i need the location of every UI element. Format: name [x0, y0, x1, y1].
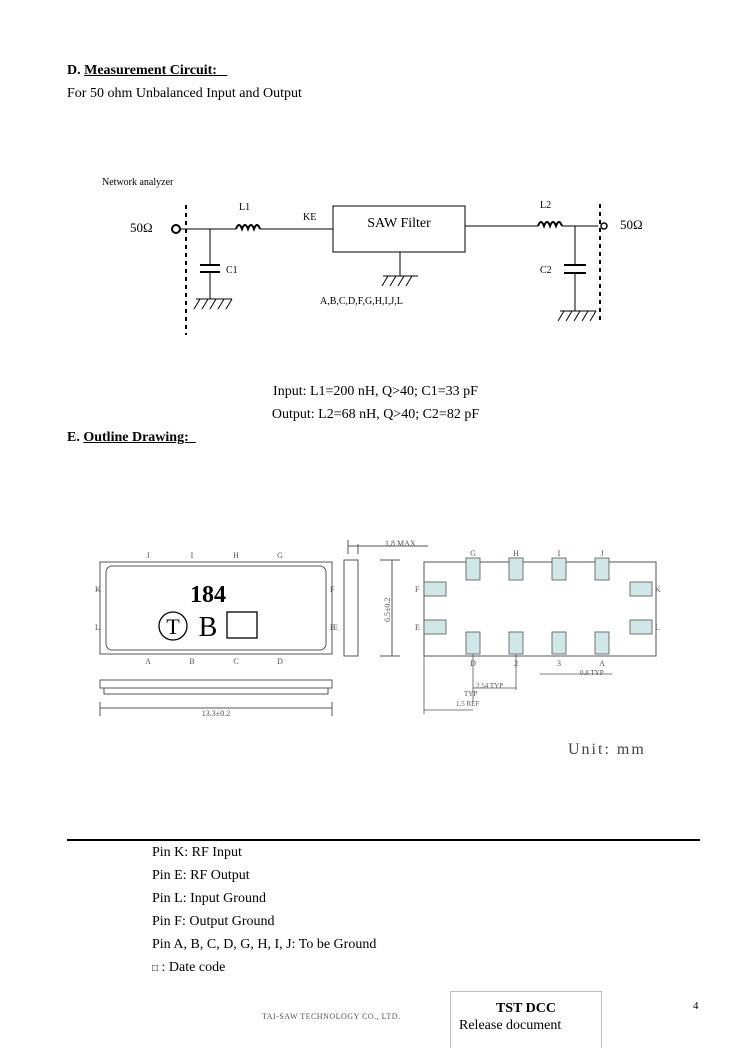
fp-top-pin-label: H: [513, 549, 519, 558]
ground-saw-icon: [381, 275, 418, 287]
right-pin-label: F: [330, 585, 335, 594]
l1-inductor-icon: [235, 224, 261, 232]
top-pin-label: G: [277, 551, 283, 560]
section-e-title: Outline Drawing:: [83, 430, 189, 445]
ohm-left-label: 50Ω: [130, 220, 153, 235]
footer-doc-title: TST DCC: [495, 1001, 557, 1016]
unit-label: Unit: mm: [568, 741, 646, 758]
fp-bottom-pin-label: 3: [557, 659, 561, 668]
marking-number: 184: [190, 582, 226, 608]
top-pin-label: J: [146, 551, 149, 560]
footer-company: TAI-SAW TECHNOLOGY CO., LTD.: [262, 1012, 401, 1021]
ground-c2-icon: [557, 310, 597, 322]
top-pin-label: H: [233, 551, 239, 560]
section-e-letter: E.: [67, 430, 80, 445]
pin-list: Pin K: RF Input Pin E: RF Output Pin L: …: [152, 841, 376, 979]
ohm-right-label: 50Ω: [620, 217, 643, 232]
c2-label: C2: [540, 265, 552, 276]
section-d-title: Measurement Circuit:: [84, 63, 217, 78]
bottom-pin-label: A: [145, 657, 151, 666]
fp-top-pin-label: G: [470, 549, 476, 558]
date-code-box: [226, 611, 258, 639]
logo-letter: T: [166, 614, 180, 639]
ke-label: KE: [303, 212, 316, 223]
output-values: Output: L2=68 nH, Q>40; C2=82 pF: [271, 407, 480, 422]
package-top-view: J I H G A B C D L K F E 184 T B: [95, 551, 335, 666]
package-end-view: [343, 540, 428, 657]
list-item: Pin F: Output Ground: [152, 914, 275, 929]
list-item: Pin E: RF Output: [152, 868, 250, 883]
height-dim-label: 1.8 MAX: [385, 539, 416, 548]
bottom-pin-label: D: [277, 657, 283, 666]
section-e-heading: E. Outline Drawing:: [67, 430, 196, 446]
left-pin-label: L: [95, 623, 100, 632]
port-right-terminal: [600, 222, 608, 230]
saw-filter-box: [332, 205, 466, 253]
pad-dim-label: 0.8 TYP: [580, 669, 604, 677]
fp-top-pin-label: I: [558, 549, 561, 558]
footer-doc-sub: Release document: [459, 1018, 562, 1033]
footer-doc-box: TST DCC Release document: [450, 991, 602, 1048]
bottom-pin-label: B: [189, 657, 194, 666]
fp-right-pin-label: L: [655, 623, 660, 632]
fp-bottom-pin-label: A: [599, 659, 605, 668]
left-pin-label: K: [95, 585, 101, 594]
network-analyzer-label: Network analyzer: [102, 177, 174, 188]
section-d-subtitle: For 50 ohm Unbalanced Input and Output: [67, 86, 302, 101]
saw-filter-label: SAW Filter: [367, 216, 431, 231]
fp-right-pin-label: K: [655, 585, 661, 594]
footprint-view: G H I J D 2 3 A F E K L 2.54 TYP 0.8 TYP…: [415, 549, 661, 714]
l2-label: L2: [540, 200, 551, 211]
ref-dim-label: 1.5 REF: [456, 700, 479, 708]
side-pin-label: E: [333, 623, 338, 632]
width-dim-label: 6.5±0.2: [383, 598, 392, 622]
tst-logo-icon: [158, 611, 188, 641]
measurement-circuit-diagram: Network analyzer 50Ω C1 L1 KE SAW Filter…: [102, 177, 643, 335]
ground-c1-icon: [193, 298, 233, 310]
section-d-letter: D.: [67, 63, 81, 78]
page-number: 4: [693, 1000, 699, 1012]
section-divider: [67, 839, 700, 841]
l2-inductor-icon: [537, 221, 563, 229]
list-item: Pin K: RF Input: [152, 845, 242, 860]
typ-dim-label: TYP: [464, 690, 477, 698]
fp-left-pin-label: F: [415, 585, 420, 594]
length-dim-label: 13.3±0.2: [202, 709, 230, 718]
fp-left-pin-label: E: [415, 623, 420, 632]
top-pin-label: I: [191, 551, 194, 560]
fp-top-pin-label: J: [600, 549, 603, 558]
list-item: Pin A, B, C, D, G, H, I, J: To be Ground: [152, 937, 377, 952]
bottom-pin-label: C: [233, 657, 238, 666]
date-code-row: □ : Date code: [152, 956, 376, 979]
right-pin-label: E: [330, 623, 335, 632]
outline-drawing: J I H G A B C D L K F E 184 T B 13.3±0.2…: [95, 539, 661, 758]
input-values: Input: L1=200 nH, Q>40; C1=33 pF: [273, 384, 478, 399]
marking-letter: B: [199, 612, 218, 643]
pitch-dim-label: 2.54 TYP: [476, 682, 503, 690]
l1-label: L1: [239, 202, 250, 213]
c1-label: C1: [226, 265, 238, 276]
section-d-heading: D. Measurement Circuit:: [67, 63, 227, 79]
port-left-terminal: [171, 224, 181, 234]
list-item: Pin L: Input Ground: [152, 891, 266, 906]
package-side-view: [99, 679, 333, 716]
date-code-text: : Date code: [161, 960, 226, 975]
date-code-symbol: □: [152, 963, 159, 974]
ground-pins-label: A,B,C,D,F,G,H,I,J,L: [320, 296, 403, 307]
